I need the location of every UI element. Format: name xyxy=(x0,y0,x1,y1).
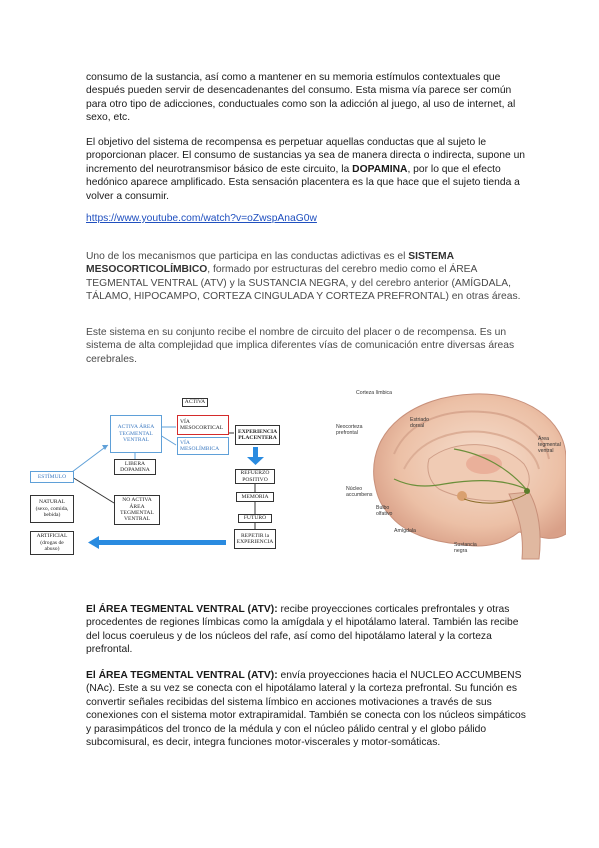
brain-fold xyxy=(393,410,550,460)
paragraph-text: consumo de la sustancia, así como a mant… xyxy=(86,72,516,124)
paragraph-memory-context: consumo de la sustancia, así como a mant… xyxy=(86,71,526,125)
arrow-shaft xyxy=(253,447,258,457)
pathway-line xyxy=(463,493,527,504)
brain-drawing xyxy=(373,393,566,560)
brain-illustration: Corteza límbica Estriado dorsal Neocorte… xyxy=(334,384,566,570)
estriado-region xyxy=(466,454,502,474)
libera-dopamina-box: LIBERA DOPAMINA xyxy=(114,459,156,475)
connector-line xyxy=(71,476,115,504)
mesocorticolimbic-term: SISTEMA MESOCORTICOLÍMBICO xyxy=(86,251,454,276)
paragraph-text: envía proyecciones hacia el NUCLEO ACCUM… xyxy=(86,670,526,749)
reward-flow-diagram: ESTÍMULO NATURAL (sexo, comida, bebida) … xyxy=(30,395,310,565)
youtube-link[interactable]: https://www.youtube.com/watch?v=oZwspAna… xyxy=(86,213,317,224)
arrowhead xyxy=(247,457,264,465)
via-mesolimbica-label: VÍA MESOLÍMBICA xyxy=(180,439,220,452)
via-mesocortical-label: VÍA MESOCORTICAL xyxy=(180,418,224,431)
amygdala-region xyxy=(457,491,467,501)
estimulo-label: ESTÍMULO xyxy=(37,473,67,480)
futuro-box: FUTURO xyxy=(238,514,272,523)
paragraph-text: , por lo que el efecto hedónico aparece … xyxy=(86,163,520,202)
paragraph-mesocorticolimbic: Uno de los mecanismos que participa en l… xyxy=(86,250,526,304)
arrowhead xyxy=(102,445,108,450)
libera-dopamina-label: LIBERA DOPAMINA xyxy=(120,460,150,473)
repetir-experiencia-box: REPETIR la EXPERIENCIA xyxy=(234,529,276,549)
paragraph-pleasure-circuit: Este sistema en su conjunto recibe el no… xyxy=(86,326,526,366)
label-corteza-limbica: Corteza límbica xyxy=(356,390,393,396)
natural-box: NATURAL (sexo, comida, bebida) xyxy=(30,495,74,523)
pathway-line xyxy=(393,478,527,490)
repetir-experiencia-label: REPETIR la EXPERIENCIA xyxy=(236,532,274,545)
connector-line xyxy=(71,444,109,473)
paragraph-atv-receives: El ÁREA TEGMENTAL VENTRAL (ATV): recibe … xyxy=(86,603,526,657)
vta-node xyxy=(524,488,530,494)
atv-heading: El ÁREA TEGMENTAL VENTRAL (ATV): xyxy=(86,670,278,681)
experiencia-placentera-label: EXPERIENCIA PLACENTERA xyxy=(238,428,278,441)
brain-fold xyxy=(403,430,540,470)
experiencia-placentera-box: EXPERIENCIA PLACENTERA xyxy=(235,425,280,445)
label-area-tegmental: Área tegmental ventral xyxy=(538,436,561,454)
paragraph-text: Este sistema en su conjunto recibe el no… xyxy=(86,327,515,365)
arrow-shaft xyxy=(98,540,226,545)
arrowhead xyxy=(88,536,99,549)
label-bulbo: Bulbo olfativo xyxy=(376,505,393,517)
activa-top-label: ACTIVA xyxy=(184,399,206,406)
no-activa-label: NO ACTIVA ÁREA TEGMENTAL VENTRAL xyxy=(120,497,154,523)
artificial-label: ARTIFICIAL (drogas de abuso) xyxy=(36,533,68,553)
memoria-label: MEMORIA xyxy=(241,493,269,500)
memoria-box: MEMORIA xyxy=(236,492,274,502)
via-mesolimbica-box: VÍA MESOLÍMBICA xyxy=(177,437,229,455)
natural-label: NATURAL (sexo, comida, bebida) xyxy=(35,499,69,519)
via-mesocortical-box: VÍA MESOCORTICAL xyxy=(177,415,229,435)
dopamine-term: DOPAMINA xyxy=(352,163,408,175)
paragraph-text: recibe proyecciones corticales prefronta… xyxy=(86,604,519,656)
artificial-box: ARTIFICIAL (drogas de abuso) xyxy=(30,531,74,555)
connector-line xyxy=(159,434,177,446)
paragraph-text: El objetivo del sistema de recompensa es… xyxy=(86,137,526,175)
paragraph-text: , formado por estructuras del cerebro me… xyxy=(86,264,521,303)
brainstem xyxy=(508,491,541,560)
futuro-label: FUTURO xyxy=(243,515,267,522)
label-estriado: Estriado dorsal xyxy=(410,417,430,429)
atv-heading: El ÁREA TEGMENTAL VENTRAL (ATV): xyxy=(86,604,278,615)
activa-area-box: ACTIVA ÁREA TEGMENTAL VENTRAL xyxy=(110,415,162,453)
paragraph-reward-objective: El objetivo del sistema de recompensa es… xyxy=(86,136,526,203)
label-amigdala: Amígdala xyxy=(394,528,416,534)
activa-area-label: ACTIVA ÁREA TEGMENTAL VENTRAL xyxy=(117,424,155,444)
paragraph-atv-sends: El ÁREA TEGMENTAL VENTRAL (ATV): envía p… xyxy=(86,669,526,749)
pathway-line xyxy=(453,448,527,490)
paragraph-text: Uno de los mecanismos que participa en l… xyxy=(86,251,409,262)
flow-connectors xyxy=(71,426,264,549)
refuerzo-positivo-box: REFUERZO POSITIVO xyxy=(235,469,275,484)
video-link-paragraph: https://www.youtube.com/watch?v=oZwspAna… xyxy=(86,212,526,225)
label-nucleo-accumbens: Núcleo accumbens xyxy=(346,486,373,498)
activa-top-box: ACTIVA xyxy=(182,398,208,407)
label-neocorteza: Neocorteza prefrontal xyxy=(336,424,363,436)
label-sustancia-negra: Sustancia negra xyxy=(454,542,477,554)
no-activa-box: NO ACTIVA ÁREA TEGMENTAL VENTRAL xyxy=(114,495,160,525)
estimulo-box: ESTÍMULO xyxy=(30,471,74,483)
refuerzo-positivo-label: REFUERZO POSITIVO xyxy=(240,470,270,483)
